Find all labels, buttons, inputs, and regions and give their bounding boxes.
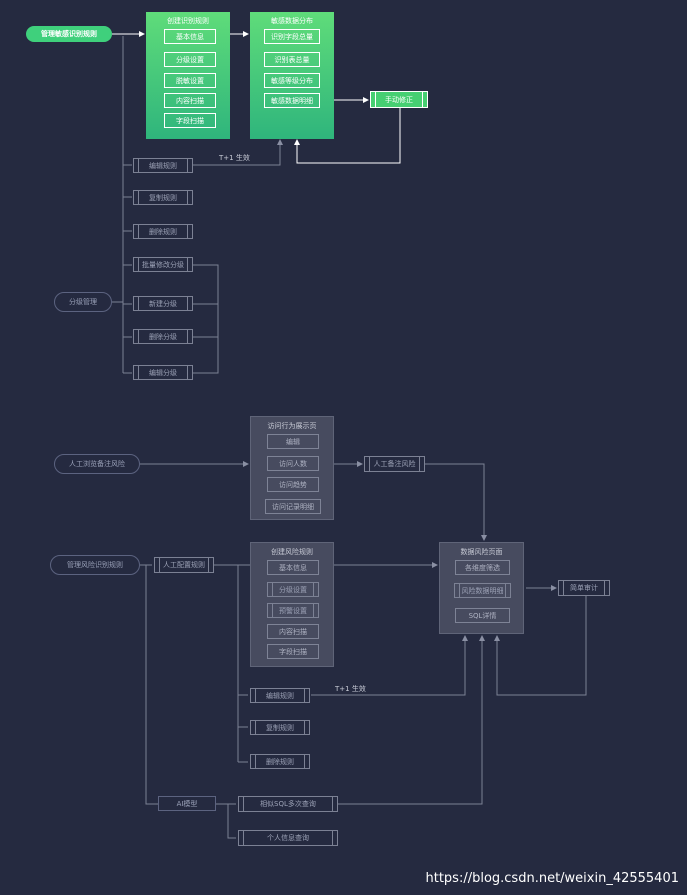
manual-config-rule-node[interactable]: 人工配置规则 — [154, 557, 214, 573]
create-rule-mask-setting[interactable]: 脱敏设置 — [164, 73, 216, 88]
risk-page-title: 数据风险页面 — [460, 548, 503, 556]
risk-sql-detail[interactable]: SQL详情 — [455, 608, 510, 623]
risk-delete-rule-node[interactable]: 删除规则 — [250, 754, 310, 769]
risk-grade-setting[interactable]: 分级设置 — [267, 582, 319, 597]
sensitive-distribution-panel[interactable]: 敏感数据分布 识别字段总量 识别表总量 敏感等级分布 敏感数据明细 — [250, 12, 334, 139]
edit-rule-node[interactable]: 编辑规则 — [133, 158, 193, 173]
risk-edit-rule-node[interactable]: 编辑规则 — [250, 688, 310, 703]
top-t1-label: T+1 生效 — [219, 154, 250, 162]
create-rule-content-scan[interactable]: 内容扫描 — [164, 93, 216, 108]
bottom-t1-label: T+1 生效 — [335, 685, 366, 693]
risk-warning-setting[interactable]: 预警设置 — [267, 603, 319, 618]
risk-data-detail[interactable]: 风险数据明细 — [454, 583, 511, 598]
create-rule-grade-setting[interactable]: 分级设置 — [164, 52, 216, 67]
simple-audit-node[interactable]: 简单审计 — [558, 580, 610, 596]
manual-browse-remark-risk-node[interactable]: 人工浏览备注风险 — [54, 454, 140, 474]
risk-basic-info[interactable]: 基本信息 — [267, 560, 319, 575]
access-visitor-count[interactable]: 访问人数 — [267, 456, 319, 471]
create-risk-rule-panel[interactable]: 创建风险规则 基本信息 分级设置 预警设置 内容扫描 字段扫描 — [250, 542, 334, 667]
create-rule-panel[interactable]: 创建识别规则 基本信息 分级设置 脱敏设置 内容扫描 字段扫描 — [146, 12, 230, 139]
dist-table-total[interactable]: 识别表总量 — [264, 52, 320, 67]
risk-create-panel-title: 创建风险规则 — [271, 548, 313, 556]
risk-field-scan[interactable]: 字段扫描 — [267, 644, 319, 659]
ai-model-node[interactable]: AI模型 — [158, 796, 216, 811]
delete-grade-node[interactable]: 删除分级 — [133, 329, 193, 344]
edit-grade-node[interactable]: 编辑分级 — [133, 365, 193, 380]
manage-sensitive-rules-node[interactable]: 管理敏感识别规则 — [26, 26, 112, 42]
access-edit[interactable]: 编辑 — [267, 434, 319, 449]
data-risk-page-panel[interactable]: 数据风险页面 各维度筛选 风险数据明细 SQL详情 — [439, 542, 524, 634]
delete-rule-node[interactable]: 删除规则 — [133, 224, 193, 239]
manual-fix-node[interactable]: 手动修正 — [370, 91, 428, 108]
access-behavior-panel[interactable]: 访问行为展示页 编辑 访问人数 访问趋势 访问记录明细 — [250, 416, 334, 520]
new-grade-node[interactable]: 新建分级 — [133, 296, 193, 311]
grade-management-node[interactable]: 分级管理 — [54, 292, 112, 312]
create-rule-basic-info[interactable]: 基本信息 — [164, 29, 216, 44]
distribution-panel-title: 敏感数据分布 — [271, 17, 313, 25]
copy-rule-node[interactable]: 复制规则 — [133, 190, 193, 205]
batch-modify-grade-node[interactable]: 批量修改分级 — [133, 257, 193, 272]
create-rule-field-scan[interactable]: 字段扫描 — [164, 113, 216, 128]
dist-field-total[interactable]: 识别字段总量 — [264, 29, 320, 44]
access-panel-title: 访问行为展示页 — [267, 422, 317, 430]
dist-data-detail[interactable]: 敏感数据明细 — [264, 93, 320, 108]
create-rule-panel-title: 创建识别规则 — [167, 17, 209, 25]
manage-risk-rules-node[interactable]: 管理风险识别规则 — [50, 555, 140, 575]
similar-sql-query-node[interactable]: 相似SQL多次查询 — [238, 796, 338, 812]
access-trend[interactable]: 访问趋势 — [267, 477, 319, 492]
manual-remark-risk-node[interactable]: 人工备注风险 — [364, 456, 425, 472]
risk-dimension-filter[interactable]: 各维度筛选 — [455, 560, 510, 575]
watermark-text: https://blog.csdn.net/weixin_42555401 — [425, 871, 679, 886]
dist-level-distribution[interactable]: 敏感等级分布 — [264, 73, 320, 88]
access-record-detail[interactable]: 访问记录明细 — [265, 499, 321, 514]
risk-copy-rule-node[interactable]: 复制规则 — [250, 720, 310, 735]
personal-info-query-node[interactable]: 个人信息查询 — [238, 830, 338, 846]
risk-content-scan[interactable]: 内容扫描 — [267, 624, 319, 639]
